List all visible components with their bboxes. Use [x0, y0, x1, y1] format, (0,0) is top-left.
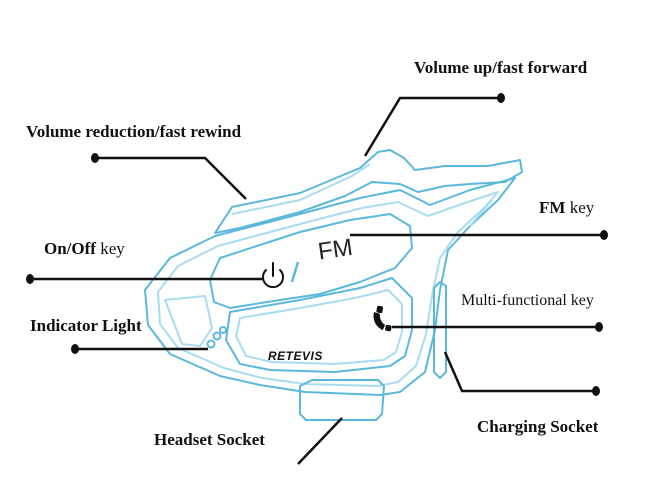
- dot-volume-up: [497, 93, 505, 103]
- label-volume-up: Volume up/fast forward: [414, 58, 588, 77]
- leader-volume-up: [363, 96, 501, 157]
- dot-volume-down: [91, 153, 99, 163]
- divider-line: [290, 261, 300, 283]
- label-indicator: Indicator Light: [30, 316, 142, 335]
- dot-multi: [595, 322, 603, 332]
- leader-dots: [26, 93, 608, 396]
- intercom-body: [144, 149, 523, 421]
- label-fm-key-rest: key: [569, 198, 595, 217]
- outer-shell: [144, 177, 516, 396]
- leader-headset: [297, 417, 343, 465]
- power-icon: [262, 262, 284, 289]
- dot-charging: [592, 386, 600, 396]
- indicator-hole-2: [212, 331, 222, 341]
- leader-volume-down: [95, 156, 247, 200]
- face-panel: [225, 277, 413, 373]
- leader-lines: [30, 96, 604, 465]
- top-fin: [214, 149, 523, 234]
- label-onoff-bold: On/Off: [44, 239, 96, 258]
- device-brand-text: RETEVIS: [268, 349, 323, 363]
- dot-indicator: [71, 344, 79, 354]
- label-headset: Headset Socket: [154, 430, 265, 449]
- indicator-hole-3: [219, 326, 227, 334]
- leader-charging: [443, 351, 596, 393]
- label-fm-key: FM key: [539, 199, 594, 216]
- button-panel: [209, 213, 413, 309]
- dot-fm: [600, 230, 608, 240]
- label-fm-key-bold: FM: [539, 198, 566, 217]
- label-charging: Charging Socket: [477, 417, 599, 436]
- dot-onoff: [26, 274, 34, 284]
- device-fm-text: FM: [316, 234, 354, 266]
- indicator-hole-1: [206, 339, 216, 349]
- label-multi-key: Multi-functional key: [461, 292, 594, 309]
- headset-socket: [299, 379, 385, 421]
- label-onoff-key: On/Off key: [44, 240, 125, 257]
- charging-strip: [433, 281, 447, 379]
- label-onoff-rest: key: [100, 239, 125, 258]
- phone-icon: [373, 305, 392, 332]
- label-volume-down: Volume reduction/fast rewind: [26, 122, 242, 141]
